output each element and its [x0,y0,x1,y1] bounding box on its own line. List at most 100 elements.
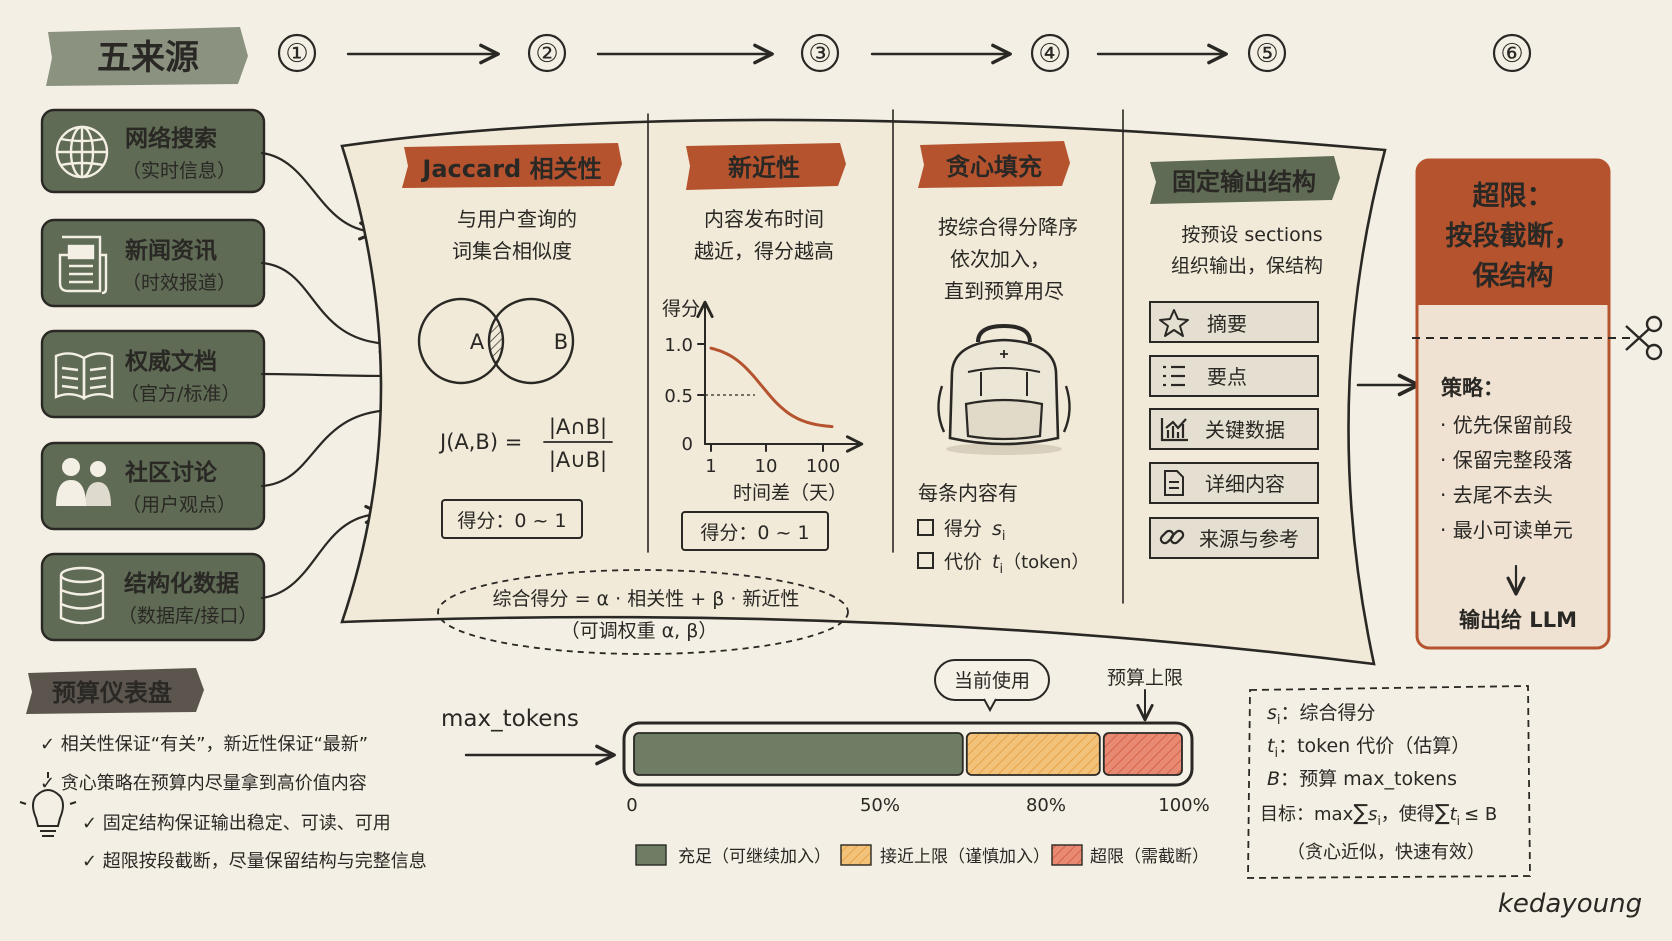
svg-text:0: 0 [626,795,637,816]
svg-text:（实时信息）: （实时信息） [122,160,236,182]
svg-text:· 保留完整段落: · 保留完整段落 [1440,448,1573,472]
svg-text:✓ 贪心策略在预算内尽量拿到高价值内容: ✓ 贪心策略在预算内尽量拿到高价值内容 [40,772,367,794]
svg-text:策略：: 策略： [1441,376,1504,400]
step-5: ⑤ [1247,33,1287,73]
recency-column: 新近性 内容发布时间 越近，得分越高 得分 1.0 0.5 0 1 10 100… [662,143,864,551]
step-4: ④ [1030,33,1070,73]
source-card-news: 新闻资讯 （时效报道） [40,218,266,308]
source-card-web-search: 网络搜索 （实时信息） [40,108,266,194]
svg-text:按预设 sections: 按预设 sections [1181,224,1322,246]
newspaper-icon [58,235,108,295]
svg-text:得分：0 ~ 1: 得分：0 ~ 1 [700,522,809,544]
score-checkbox [917,519,934,536]
database-icon [59,566,105,625]
svg-text:1.0: 1.0 [664,335,693,356]
svg-text:来源与参考: 来源与参考 [1199,527,1299,551]
svg-text:社区讨论: 社区讨论 [125,459,218,486]
svg-text:超限：: 超限： [1473,181,1554,212]
svg-text:内容发布时间: 内容发布时间 [704,207,824,231]
svg-text:（数据库/接口）: （数据库/接口） [118,605,257,627]
svg-text:· 优先保留前段: · 优先保留前段 [1440,413,1573,437]
section-sources: 来源与参考 [1149,517,1319,559]
svg-text:输出给 LLM: 输出给 LLM [1459,608,1577,632]
svg-text:详细内容: 详细内容 [1205,472,1285,496]
overflow-panel: 超限： 按段截断， 保结构 策略： · 优先保留前段 · 保留完整段落 · 去尾… [1412,158,1663,650]
decay-curve [709,346,834,429]
svg-text:si：综合得分: si：综合得分 [1267,702,1376,728]
svg-text:B: B [554,330,568,354]
svg-text:接近上限（谨慎加入）: 接近上限（谨慎加入） [880,847,1050,867]
budget-legend: 充足（可继续加入） 接近上限（谨慎加入） 超限（需截断） [635,844,1209,867]
svg-text:· 最小可读单元: · 最小可读单元 [1440,518,1573,542]
svg-text:直到预算用尽: 直到预算用尽 [944,279,1064,303]
section-key-data: 关键数据 [1149,408,1319,450]
svg-text:· 去尾不去头: · 去尾不去头 [1440,483,1553,507]
svg-text:网络搜索: 网络搜索 [125,125,217,152]
lightbulb-icon [19,772,77,837]
svg-text:|A∩B|: |A∩B| [549,415,607,440]
svg-text:权威文档: 权威文档 [124,348,217,375]
svg-text:每条内容有: 每条内容有 [918,481,1018,505]
source-card-docs: 权威文档 （官方/标准） [40,329,266,419]
svg-text:组织输出，保结构: 组织输出，保结构 [1171,255,1323,277]
svg-text:A: A [470,330,485,354]
source-card-community: 社区讨论 （用户观点） [40,441,266,531]
svg-text:充足（可继续加入）: 充足（可继续加入） [678,847,831,867]
svg-text:ti：token 代价（估算）: ti：token 代价（估算） [1267,735,1470,761]
people-icon [56,458,111,506]
svg-text:50%: 50% [860,795,900,816]
recency-score-box [681,511,829,551]
svg-text:10: 10 [755,456,778,477]
svg-text:新闻资讯: 新闻资讯 [125,237,217,264]
svg-text:按综合得分降序: 按综合得分降序 [938,215,1078,239]
recency-title-banner [686,143,846,190]
svg-text:✓ 超限按段截断，尽量保留结构与完整信息: ✓ 超限按段截断，尽量保留结构与完整信息 [82,851,427,872]
svg-text:（可调权重 α, β）: （可调权重 α, β） [561,620,718,642]
svg-text:④: ④ [1038,39,1061,69]
svg-text:（时效报道）: （时效报道） [122,272,236,294]
svg-text:目标：max∑si，使得∑ti≤ B: 目标：max∑si，使得∑ti≤ B [1260,801,1497,828]
svg-text:依次加入，: 依次加入， [950,247,1050,271]
budget-segment-near-limit [965,732,1101,776]
svg-text:100: 100 [806,456,840,477]
decay-chart: 得分 1.0 0.5 0 1 10 100 时间差（天） [662,298,864,504]
svg-text:与用户查询的: 与用户查询的 [457,207,577,231]
svg-text:B：预算 max_tokens: B：预算 max_tokens [1267,768,1457,790]
star-icon [1159,309,1189,337]
svg-text:✓ 固定结构保证输出稳定、可读、可用: ✓ 固定结构保证输出稳定、可读、可用 [82,813,391,834]
source-list: 网络搜索 （实时信息） 新闻资讯 （时效报道） 权威文档 （官方/标准） [40,108,266,642]
svg-text:80%: 80% [1026,795,1066,816]
svg-text:越近，得分越高: 越近，得分越高 [694,239,834,263]
budget-title-badge [26,668,204,714]
source-arrows [260,151,402,600]
svg-text:得分: 得分 [662,298,700,320]
svg-text:贪心填充: 贪心填充 [946,153,1042,181]
svg-text:词集合相似度: 词集合相似度 [452,239,572,263]
jaccard-score-box [441,499,583,539]
signature: kedayoung [1498,889,1642,919]
svg-text:①: ① [285,39,308,69]
notation-box: si：综合得分 ti：token 代价（估算） B：预算 max_tokens … [1247,685,1531,879]
svg-text:②: ② [535,39,558,69]
jaccard-formula: J(A,B) = |A∩B| |A∪B| [438,415,613,473]
svg-text:超限（需截断）: 超限（需截断） [1090,847,1209,867]
svg-text:1: 1 [705,456,716,477]
svg-text:时间差（天）: 时间差（天） [733,482,847,504]
svg-text:要点: 要点 [1207,365,1247,389]
svg-text:预算仪表盘: 预算仪表盘 [52,679,172,707]
list-icon [1163,365,1185,387]
processing-panel [340,118,1387,666]
svg-text:⑥: ⑥ [1500,39,1523,69]
budget-dashboard: 预算仪表盘 ✓ 相关性保证“有关”，新近性保证“最新” ✓ 贪心策略在预算内尽量… [19,659,1210,872]
budget-segment-over-limit [1102,732,1183,776]
svg-text:按段截断，: 按段截断， [1446,220,1581,252]
svg-text:Jaccard 相关性: Jaccard 相关性 [420,155,601,183]
budget-limit-label: 预算上限 [1107,667,1183,689]
svg-text:结构化数据: 结构化数据 [124,570,239,597]
svg-text:0.5: 0.5 [664,386,693,407]
svg-text:（官方/标准）: （官方/标准） [120,383,240,405]
